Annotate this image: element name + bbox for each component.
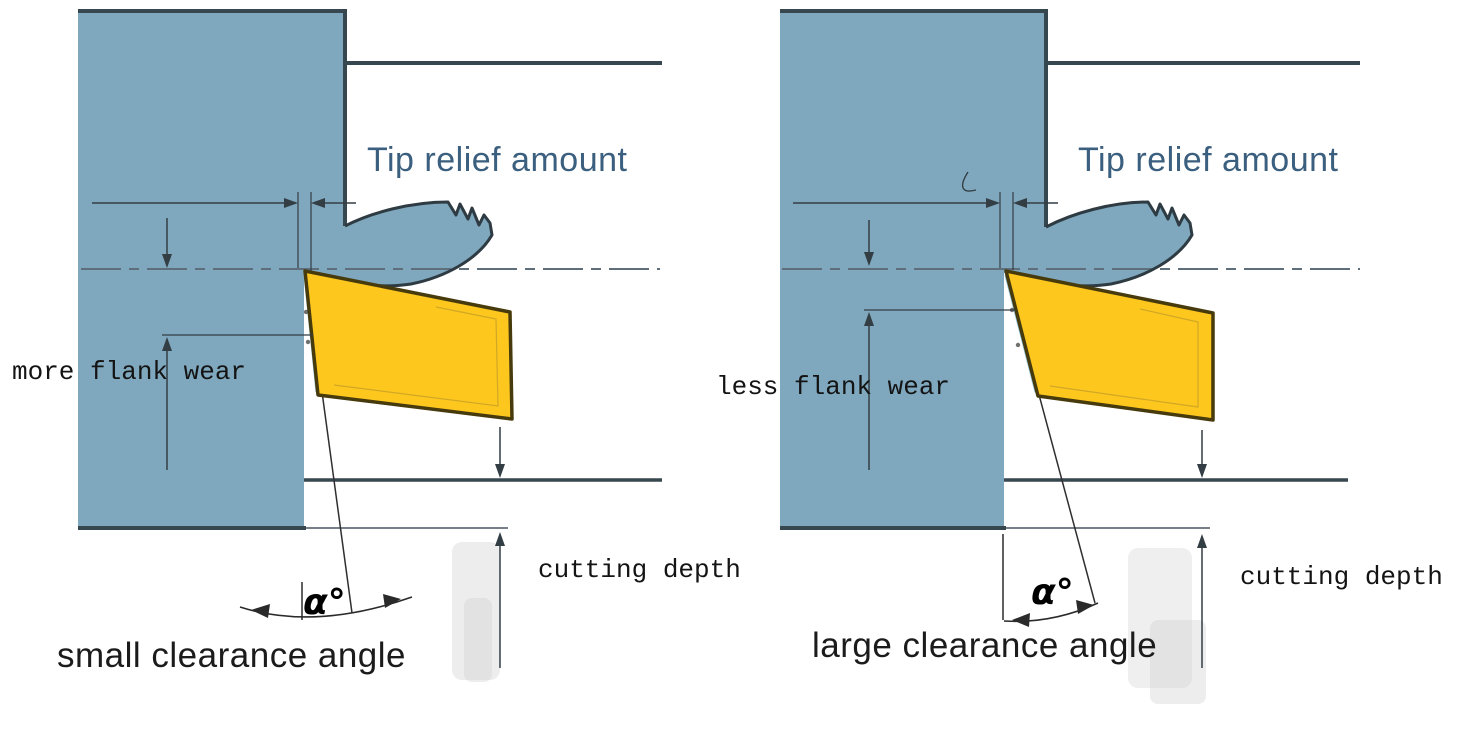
workpiece-top-edge xyxy=(780,9,1048,227)
insert-shape xyxy=(303,269,514,421)
right-diagram: Tip relief amount less flank wear cuttin… xyxy=(716,9,1443,704)
tip-relief-label: Tip relief amount xyxy=(367,141,628,179)
tip-relief-dimension xyxy=(793,171,1058,270)
flank-wear-dimension xyxy=(162,218,313,470)
tip-relief-label: Tip relief amount xyxy=(1078,141,1339,179)
flank-wear-speck xyxy=(1015,342,1021,348)
watermark-smudge xyxy=(452,542,500,680)
flank-wear-dimension xyxy=(864,220,1016,470)
angle-arrowhead xyxy=(1076,600,1094,614)
clearance-angle-annotation xyxy=(1002,534,1099,627)
watermark-smudge xyxy=(464,598,492,682)
alpha-angle-label: α° xyxy=(1031,572,1074,613)
flank-wear-speck xyxy=(303,309,309,315)
workpiece-top-edge xyxy=(78,9,347,226)
watermark-smudge xyxy=(1150,620,1206,704)
insert-shape xyxy=(1004,269,1215,422)
angle-arrowhead xyxy=(383,594,401,608)
insert-inset-line xyxy=(333,306,499,407)
cutting-depth-label: cutting depth xyxy=(538,555,741,585)
diagram-caption: large clearance angle xyxy=(812,626,1157,665)
watermark-smudge xyxy=(1128,548,1192,688)
tip-relief-dimension xyxy=(92,192,356,271)
flank-wear-speck xyxy=(305,339,311,345)
alpha-angle-label: α° xyxy=(303,582,346,623)
cutting-depth-label: cutting depth xyxy=(1240,562,1443,592)
flank-wear-label: less flank wear xyxy=(716,372,950,402)
angle-arrowhead xyxy=(1012,613,1030,627)
cutting-depth-dimension xyxy=(495,427,505,668)
insert-inset-line xyxy=(1049,308,1199,408)
cutting-depth-dimension xyxy=(1197,430,1207,668)
diagram-caption: small clearance angle xyxy=(57,636,406,675)
sketch-hook-mark xyxy=(961,171,977,192)
clearance-angle-annotation xyxy=(239,582,413,620)
left-diagram: Tip relief amount more flank wear cuttin… xyxy=(12,9,741,682)
flank-wear-label: more flank wear xyxy=(12,357,246,387)
angle-arrowhead xyxy=(251,604,270,618)
